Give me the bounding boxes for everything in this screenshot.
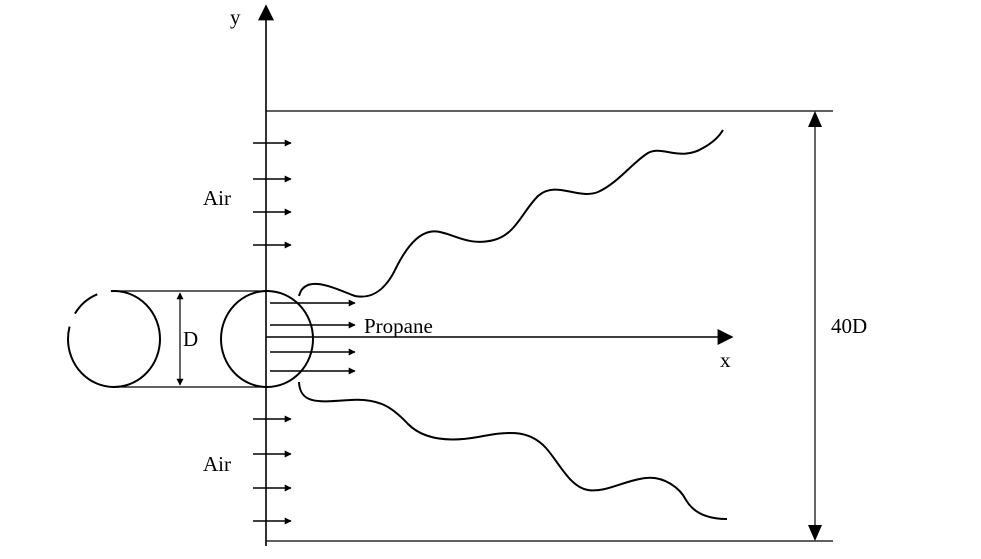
nozzle-inlet-ellipse xyxy=(67,290,161,388)
flame-boundary-lower xyxy=(298,381,728,520)
dimension-arrowhead-top xyxy=(808,111,822,127)
flame-boundary-upper xyxy=(298,129,724,298)
y-axis-label: y xyxy=(230,5,241,29)
nozzle-outlet-ellipse xyxy=(220,290,314,388)
propane-label: Propane xyxy=(364,314,433,338)
air-label-bottom: Air xyxy=(203,452,231,476)
dimension-arrowhead-bottom xyxy=(808,525,822,541)
air-label-top: Air xyxy=(203,186,231,210)
x-axis-label: x xyxy=(720,348,731,372)
air-inflow-arrows-top xyxy=(253,139,292,249)
propane-jet-arrows xyxy=(270,299,356,375)
domain-height-label: 40D xyxy=(831,314,867,338)
diameter-label: D xyxy=(183,327,198,351)
air-inflow-arrows-bottom xyxy=(253,415,292,525)
